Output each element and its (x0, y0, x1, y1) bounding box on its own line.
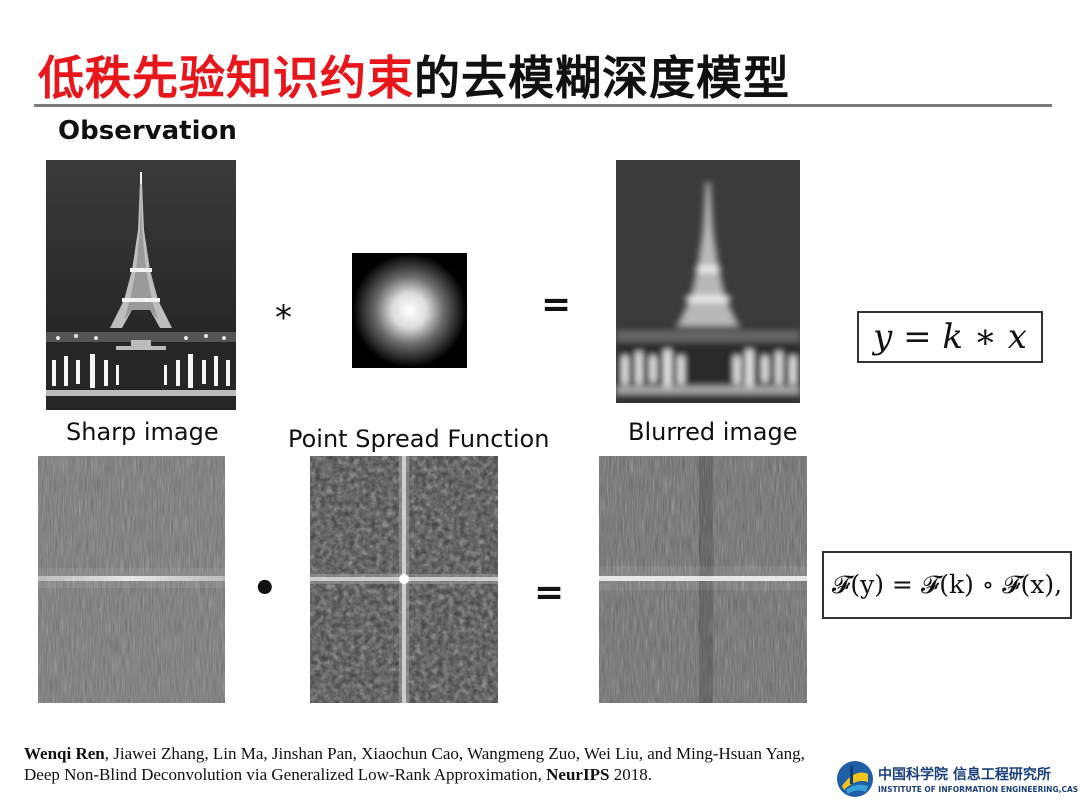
psf-kernel-image (352, 253, 467, 368)
reference-paper-title: Deep Non-Blind Deconvolution via General… (24, 765, 547, 784)
slide-title: 低秩先验知识约束的去模糊深度模型 (38, 48, 790, 108)
psf-spectrum-image (310, 456, 498, 703)
institute-name-cn: 中国科学院 信息工程研究所 (878, 767, 1051, 783)
caption-blurred-image: Blurred image (628, 418, 798, 446)
observation-label: Observation (58, 116, 237, 146)
blurred-image (616, 160, 800, 403)
title-black-part: 的去模糊深度模型 (414, 51, 790, 105)
caption-sharp-image: Sharp image (66, 418, 219, 446)
reference-year: 2018. (609, 765, 652, 784)
equals-operator-bottom: = (534, 572, 565, 613)
reference-first-author: Wenqi Ren (24, 744, 105, 763)
equals-operator-top: = (541, 284, 572, 325)
reference-other-authors: , Jiawei Zhang, Lin Ma, Jinshan Pan, Xia… (104, 744, 805, 763)
sharp-image (46, 160, 236, 410)
reference-venue: NeurIPS (546, 765, 610, 784)
spatial-equation: y = k ∗ x (857, 311, 1043, 363)
convolution-operator: * (275, 298, 292, 338)
sharp-spectrum-image (38, 456, 225, 703)
reference-authors: Wenqi Ren, Jiawei Zhang, Lin Ma, Jinshan… (24, 744, 805, 764)
reference-paper: Deep Non-Blind Deconvolution via General… (24, 765, 652, 785)
institute-name-en: INSTITUTE OF INFORMATION ENGINEERING,CAS (878, 785, 1079, 794)
frequency-equation: 𝓕(y) = 𝓕(k) ∘ 𝓕(x), (822, 551, 1072, 619)
caption-psf: Point Spread Function (288, 425, 550, 453)
institute-logo-icon (836, 760, 874, 798)
blurred-spectrum-image (599, 456, 807, 703)
title-divider (34, 104, 1052, 107)
title-red-part: 低秩先验知识约束 (38, 51, 414, 105)
product-operator: • (252, 566, 278, 612)
